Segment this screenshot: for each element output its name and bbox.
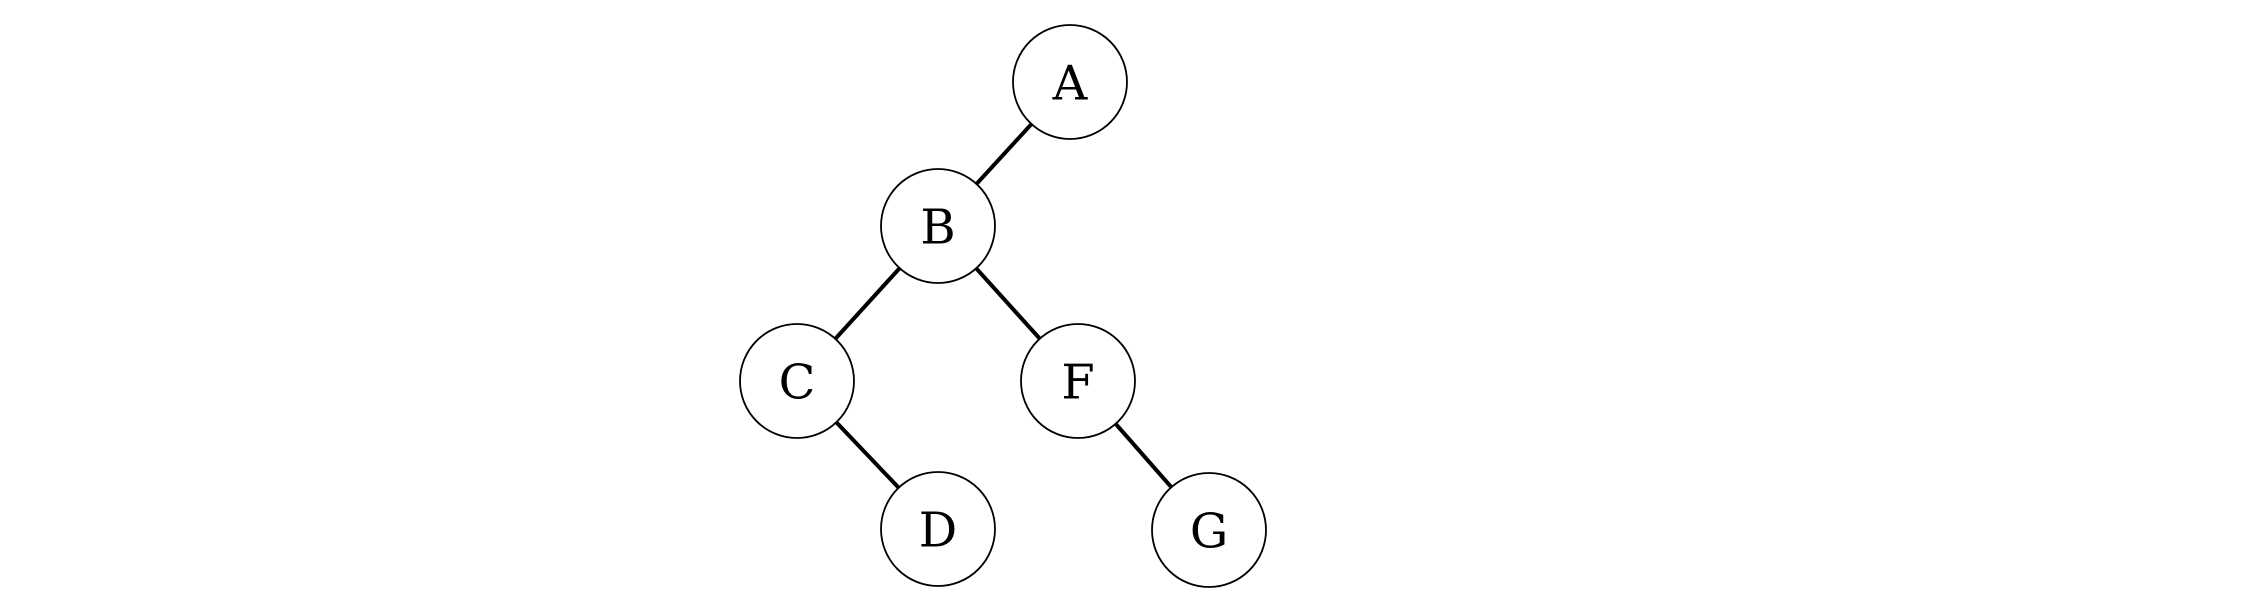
tree-node-G: G <box>1151 472 1267 588</box>
tree-node-label-B: B <box>920 199 955 255</box>
tree-node-label-G: G <box>1190 503 1228 559</box>
tree-node-circle-G <box>1151 472 1267 588</box>
tree-node-circle-D <box>880 471 996 587</box>
tree-node-label-F: F <box>1061 354 1094 410</box>
tree-node-A: A <box>1012 24 1128 140</box>
tree-node-label-D: D <box>919 502 957 558</box>
tree-node-C: C <box>739 323 855 439</box>
tree-node-B: B <box>880 168 996 284</box>
tree-node-circle-C <box>739 323 855 439</box>
tree-node-circle-F <box>1020 323 1136 439</box>
tree-node-label-C: C <box>779 354 816 410</box>
tree-node-circle-B <box>880 168 996 284</box>
tree-node-D: D <box>880 471 996 587</box>
tree-node-label-A: A <box>1052 55 1089 111</box>
tree-node-circle-A <box>1012 24 1128 140</box>
tree-node-F: F <box>1020 323 1136 439</box>
